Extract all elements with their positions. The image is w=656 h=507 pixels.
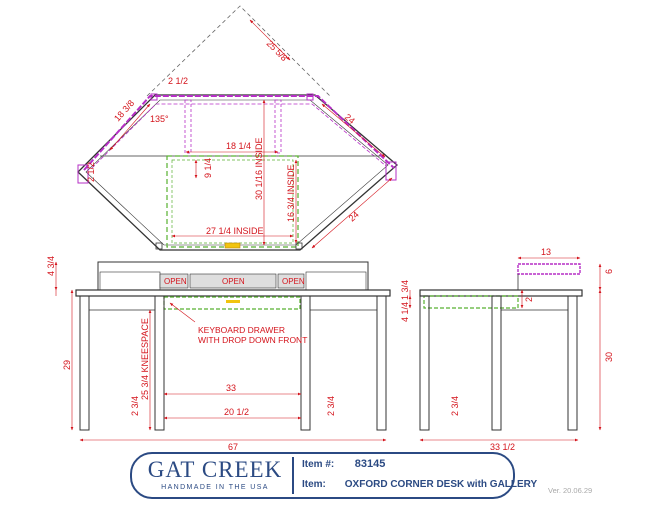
front-elevation: OPEN OPEN OPEN 4 3/4 29 25 3/4 KNEESPACE… (46, 256, 391, 452)
dim-short-side: 2 1/2 (168, 76, 188, 86)
item-name: OXFORD CORNER DESK with GALLERY (344, 479, 538, 490)
item-label: Item: (302, 479, 326, 490)
dim-kneespace-width: 33 (226, 383, 236, 393)
dim-kneespace-height: 25 3/4 KNEESPACE (140, 318, 150, 400)
dim-inside-depth-2: 16 3/4 INSIDE (286, 164, 296, 222)
dim-top-back: 25 5/8 (265, 38, 290, 63)
version-label: Ver. 20.06.29 (548, 486, 593, 495)
dim-center-small: 9 1/4 (203, 158, 213, 178)
brand-name: GAT CREEK (147, 457, 283, 482)
dim-lower-right: 24 (347, 209, 361, 223)
dim-angle: 135° (150, 114, 169, 124)
dim-side-total-depth: 33 1/2 (490, 442, 515, 452)
dim-total-width: 67 (228, 442, 238, 452)
open-cubby-right (277, 273, 305, 289)
dim-apron-b: 4 1/4 (400, 302, 410, 322)
open-left-label: OPEN (164, 277, 187, 286)
keyboard-note-line1: KEYBOARD DRAWER (198, 325, 285, 335)
dim-side-leg: 2 3/4 (450, 396, 460, 416)
brand-tagline: HANDMADE IN THE USA (161, 484, 269, 491)
plan-view: 25 5/8 2 1/2 18 3/8 135° 24 24 18 1/4 30… (77, 5, 398, 251)
brand-logo: GAT CREEK HANDMADE IN THE USA (144, 457, 286, 491)
item-number-row: Item #: 83145 (302, 458, 385, 470)
dim-inside-width: 27 1/4 INSIDE (206, 226, 264, 236)
dim-inside-depth: 30 1/16 INSIDE (254, 137, 264, 200)
title-divider (292, 457, 294, 494)
dim-total-height: 29 (62, 360, 72, 370)
title-block: GAT CREEK HANDMADE IN THE USA Item #: 83… (130, 452, 537, 499)
dim-center-top: 18 1/4 (226, 141, 251, 151)
item-number-label: Item #: (302, 459, 335, 470)
item-name-row: Item: OXFORD CORNER DESK with GALLERY (302, 479, 537, 490)
open-cubby-center (189, 273, 277, 289)
dim-leg-right: 2 3/4 (326, 396, 336, 416)
side-elevation: 13 6 1 3/4 4 1/4 2 2 3/4 30 33 1/2 (400, 247, 614, 452)
keyboard-note-line2: WITH DROP DOWN FRONT (198, 335, 307, 345)
open-cubby-left (159, 273, 189, 289)
dim-inner-width: 20 1/2 (224, 407, 249, 417)
dim-apron-c: 2 (524, 297, 534, 302)
dim-gallery-height: 4 3/4 (46, 256, 56, 276)
dim-gallery-depth: 13 (541, 247, 551, 257)
open-right-label: OPEN (282, 277, 305, 286)
dim-gallery-height-side: 6 (604, 269, 614, 274)
dim-left-small: 2 1/2 (86, 162, 96, 182)
dim-leg-left: 2 3/4 (130, 396, 140, 416)
dim-right-diagonal: 24 (343, 112, 357, 126)
dim-left-diagonal: 18 3/8 (112, 98, 136, 123)
item-number: 83145 (354, 458, 386, 470)
dim-apron-a: 1 3/4 (400, 280, 410, 300)
dim-side-total-height: 30 (604, 352, 614, 362)
open-center-label: OPEN (222, 277, 245, 286)
